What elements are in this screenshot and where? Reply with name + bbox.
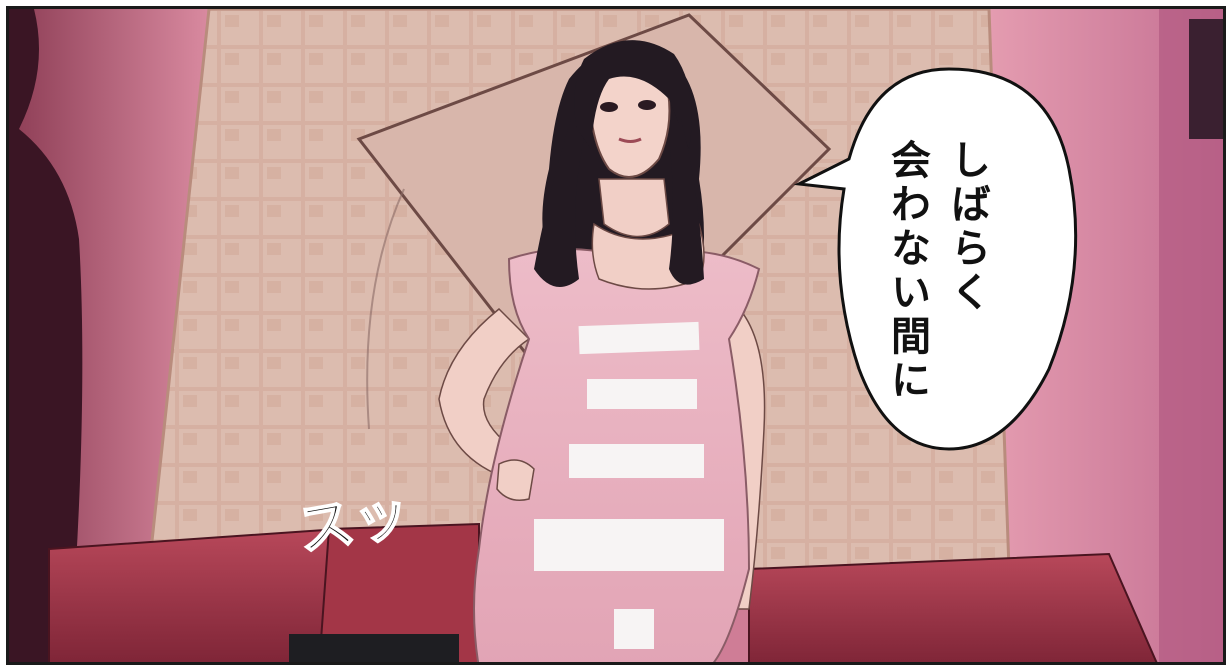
- speech-line-2: 会わない間に: [884, 139, 930, 403]
- censor-block: [534, 519, 724, 571]
- censor-block: [614, 609, 654, 649]
- eye-right: [638, 100, 656, 110]
- hair-front: [574, 40, 692, 149]
- manga-panel: しばらく 会わない間に スッ: [6, 6, 1226, 665]
- censor-block: [569, 444, 704, 478]
- cushion: [318, 522, 480, 662]
- sofa-right: [748, 552, 1158, 662]
- mouth: [618, 137, 642, 143]
- dark-object: [1189, 19, 1223, 139]
- bottle-silhouette: [9, 9, 83, 662]
- motion-line: [366, 188, 405, 430]
- neck: [598, 178, 670, 238]
- hair-right-lock: [669, 119, 704, 285]
- panel-artwork: [9, 9, 1223, 662]
- speech-line-1: しばらく: [944, 139, 990, 315]
- speech-bubble: [793, 67, 1078, 451]
- eye-left: [600, 102, 618, 112]
- censor-block: [578, 321, 700, 355]
- hair-left-lock: [534, 119, 584, 287]
- speech-bubble-text: しばらく 会わない間に: [869, 139, 1029, 439]
- bag: [289, 634, 459, 662]
- hand: [496, 459, 535, 501]
- censor-block: [587, 379, 697, 409]
